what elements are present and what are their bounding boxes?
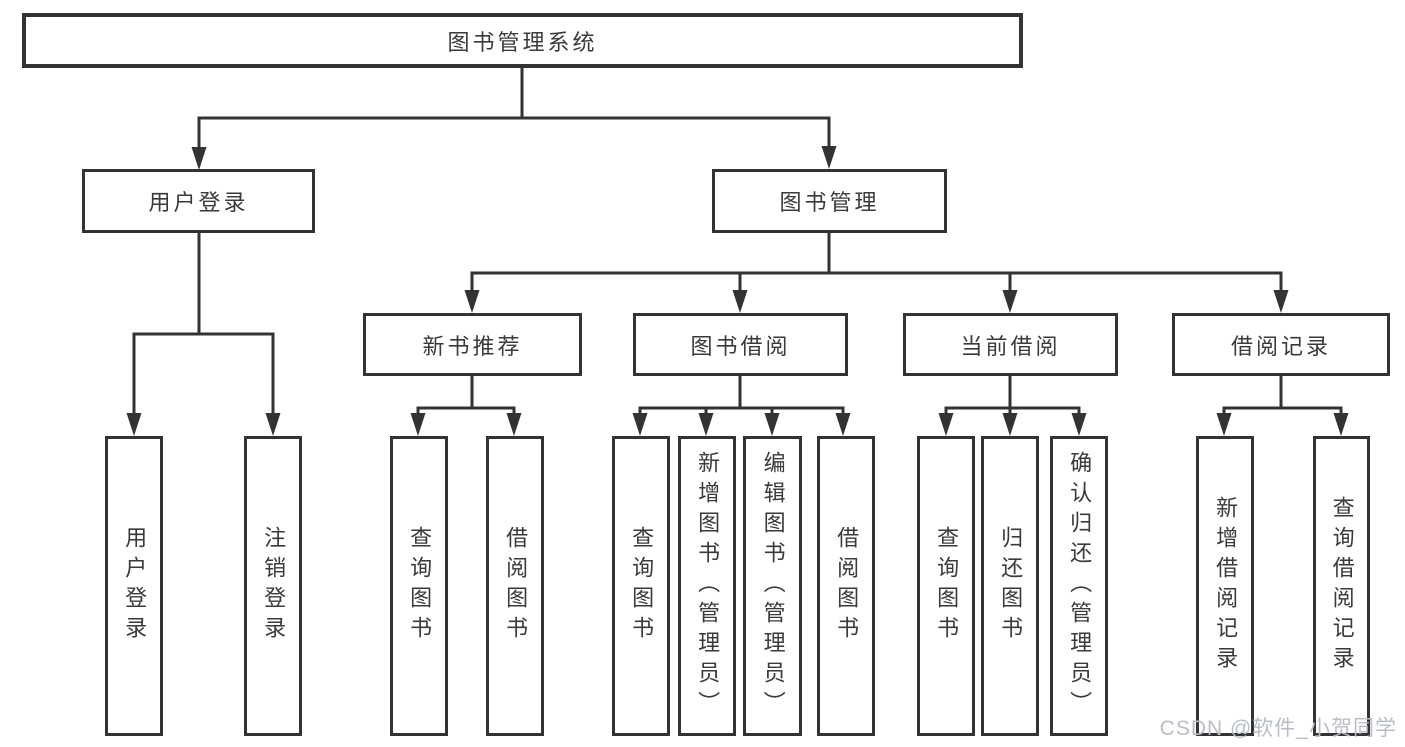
leaf-query-books-borrowing: 查询图书 [612,436,670,736]
leaf-return-books: 归还图书 [981,436,1039,736]
leaf-borrow-books-recommend: 借阅图书 [486,436,544,736]
leaf-edit-book-admin: 编辑图书（管理员） [743,436,802,736]
leaf-add-book-admin: 新增图书（管理员） [678,436,736,736]
node-book-management: 图书管理 [712,169,947,233]
csdn-watermark: CSDN @软件_小贺同学 [1159,717,1397,740]
leaf-logout: 注销登录 [244,436,302,736]
leaf-user-login: 用户登录 [105,436,163,736]
leaf-query-borrow-record: 查询借阅记录 [1313,436,1370,736]
node-book-borrowing: 图书借阅 [633,313,848,376]
leaf-confirm-return-admin: 确认归还（管理员） [1050,436,1108,736]
node-borrowing-records: 借阅记录 [1172,313,1390,376]
node-user-login: 用户登录 [82,169,315,233]
node-current-borrowing: 当前借阅 [903,313,1118,376]
node-library-management-system: 图书管理系统 [22,13,1023,68]
node-new-book-recommend: 新书推荐 [363,313,582,376]
leaf-borrow-books-borrowing: 借阅图书 [817,436,875,736]
leaf-add-borrow-record: 新增借阅记录 [1196,436,1254,736]
leaf-query-books-current: 查询图书 [917,436,975,736]
leaf-query-books-recommend: 查询图书 [390,436,448,736]
